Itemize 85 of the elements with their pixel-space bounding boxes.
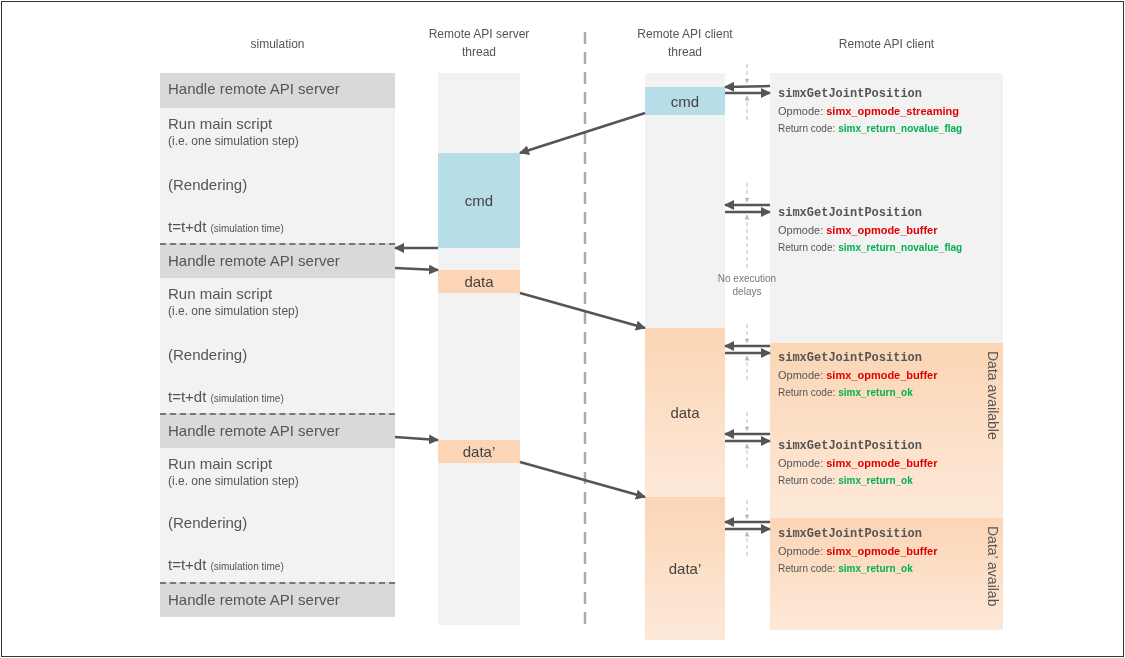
command-block xyxy=(645,87,725,115)
arrow xyxy=(519,291,646,331)
lane-header: Remote API server thread xyxy=(427,26,531,61)
data-block xyxy=(645,328,725,497)
return-code-label: Return code: xyxy=(778,562,836,576)
step-text: t=t+dt xyxy=(168,556,207,573)
step-text: t=t+dt xyxy=(168,388,207,405)
block-label: cmd xyxy=(464,192,494,209)
function-name: simxGetJointPosition xyxy=(778,439,923,454)
note-text: No execution delays xyxy=(716,272,778,298)
arrow xyxy=(724,341,770,351)
data-block xyxy=(438,440,520,463)
arrow xyxy=(724,200,770,210)
step-text: (Rendering) xyxy=(168,346,248,363)
block-label: data’ xyxy=(462,443,496,460)
step-note: (i.e. one simulation step) xyxy=(168,304,300,318)
opmode-value: simx_opmode_buffer xyxy=(826,544,938,559)
opmode-value: simx_opmode_buffer xyxy=(826,223,938,238)
function-name: simxGetJointPosition xyxy=(778,527,923,542)
step-text: t=t+dt xyxy=(168,218,207,235)
block-label: data’ xyxy=(668,560,702,577)
return-code-value: simx_return_ok xyxy=(838,562,913,576)
opmode-value: simx_opmode_buffer xyxy=(826,456,938,471)
return-code-value: simx_return_novalue_flag xyxy=(838,122,963,136)
opmode-label: Opmode: xyxy=(778,223,824,238)
availability-band xyxy=(770,518,1003,630)
block-label: data xyxy=(464,273,494,290)
step-note: (simulation time) xyxy=(210,393,284,404)
return-code-label: Return code: xyxy=(778,122,836,136)
lane-header: Remote API client xyxy=(837,36,936,53)
arrow xyxy=(725,436,771,446)
opmode-value: simx_opmode_buffer xyxy=(826,368,938,383)
step-text: Run main script xyxy=(168,115,274,132)
arrow xyxy=(725,348,771,358)
step-text: Run main script xyxy=(168,455,274,472)
opmode-value: simx_opmode_streaming xyxy=(826,104,959,119)
step-text: Run main script xyxy=(168,285,274,302)
return-code-label: Return code: xyxy=(778,474,836,488)
command-block xyxy=(438,153,520,248)
step-text: Handle remote API server xyxy=(168,422,340,439)
step-note: (i.e. one simulation step) xyxy=(168,474,300,488)
function-name: simxGetJointPosition xyxy=(778,87,923,102)
step-bar xyxy=(160,243,395,278)
opmode-label: Opmode: xyxy=(778,456,824,471)
opmode-label: Opmode: xyxy=(778,104,824,119)
arrow xyxy=(725,207,771,217)
return-code-label: Return code: xyxy=(778,386,836,400)
return-code-value: simx_return_ok xyxy=(838,386,913,400)
arrow xyxy=(394,243,438,253)
arrow xyxy=(724,81,771,92)
data-block xyxy=(438,270,520,293)
function-name: simxGetJointPosition xyxy=(778,351,923,366)
return-code-value: simx_return_novalue_flag xyxy=(838,241,963,255)
arrow xyxy=(724,429,770,439)
arrow xyxy=(725,524,771,534)
band-label: Data’ availab xyxy=(985,526,1001,607)
data-block xyxy=(645,497,725,640)
opmode-label: Opmode: xyxy=(778,544,824,559)
step-bar xyxy=(160,73,395,108)
function-name: simxGetJointPosition xyxy=(778,206,923,221)
arrow xyxy=(725,88,771,98)
step-text: Handle remote API server xyxy=(168,80,340,97)
step-text: Handle remote API server xyxy=(168,252,340,269)
lane-header: simulation xyxy=(249,36,306,53)
arrow xyxy=(519,460,646,500)
step-text: Handle remote API server xyxy=(168,591,340,608)
band-label: Data available xyxy=(985,351,1001,440)
step-note: (i.e. one simulation step) xyxy=(168,134,300,148)
return-code-label: Return code: xyxy=(778,241,836,255)
step-note: (simulation time) xyxy=(210,223,284,234)
step-text: (Rendering) xyxy=(168,176,248,193)
step-note: (simulation time) xyxy=(210,561,284,572)
arrow xyxy=(394,434,439,445)
return-code-value: simx_return_ok xyxy=(838,474,913,488)
block-label: cmd xyxy=(670,92,700,110)
availability-band xyxy=(770,343,1003,518)
block-label: data xyxy=(670,404,700,421)
step-bar xyxy=(160,413,395,448)
arrow xyxy=(394,264,439,275)
arrow xyxy=(519,111,646,155)
arrow xyxy=(724,517,770,527)
step-bar xyxy=(160,582,395,617)
lane-header: Remote API client thread xyxy=(636,26,734,61)
step-text: (Rendering) xyxy=(168,514,248,531)
opmode-label: Opmode: xyxy=(778,368,824,383)
